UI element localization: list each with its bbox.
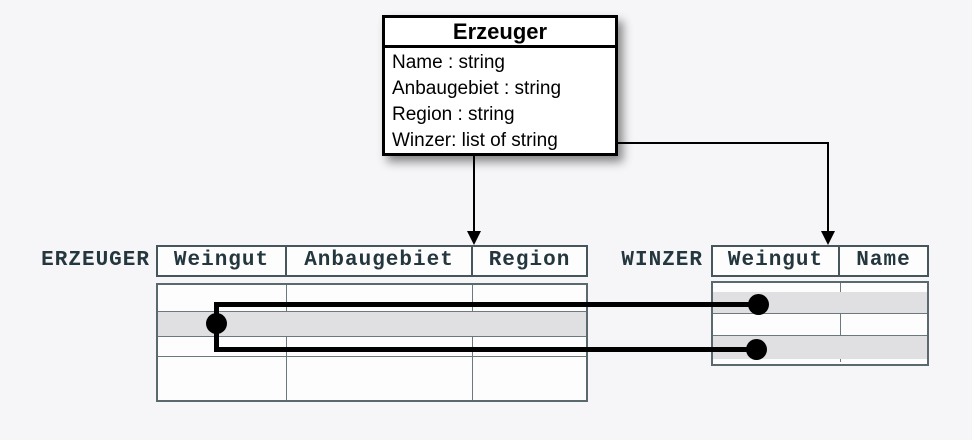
relationship-dot-winzer-row-1 xyxy=(748,294,769,315)
erzeuger-column-header-anbaugebiet: Anbaugebiet xyxy=(287,247,473,275)
winzer-table-body xyxy=(711,281,929,366)
class-attribute-anbaugebiet: Anbaugebiet : string xyxy=(392,78,562,99)
class-attribute-region: Region : string xyxy=(392,104,515,125)
table-row xyxy=(158,357,586,400)
class-attribute-list: Name : string Anbaugebiet : string Regio… xyxy=(385,48,615,154)
relationship-dot-winzer-row-2 xyxy=(746,339,767,360)
winzer-table-label: WINZER xyxy=(621,249,703,272)
relationship-dot-erzeuger-row xyxy=(206,313,227,334)
arrowhead-down-erzeuger-icon xyxy=(467,231,481,245)
erzeuger-column-header-weingut: Weingut xyxy=(158,247,287,275)
class-attribute-name: Name : string xyxy=(392,52,505,73)
table-row xyxy=(158,337,586,357)
erzeuger-column-header-region: Region xyxy=(488,249,571,272)
class-title: Erzeuger xyxy=(385,18,615,48)
table-row-highlighted xyxy=(713,336,927,359)
relationship-line-bottom xyxy=(214,347,757,352)
table-row xyxy=(713,314,927,336)
table-row xyxy=(158,285,586,312)
arrow-line-class-to-erzeuger xyxy=(473,156,475,232)
erzeuger-table-body xyxy=(156,283,588,402)
uml-class-box: Erzeuger Name : string Anbaugebiet : str… xyxy=(382,15,618,156)
winzer-column-header-weingut: Weingut xyxy=(713,247,840,275)
winzer-column-header-name: Name xyxy=(856,249,911,272)
class-attribute-winzer: Winzer: list of string xyxy=(392,130,558,151)
winzer-table-header: Weingut Name xyxy=(711,245,929,277)
arrowhead-down-winzer-icon xyxy=(821,231,835,245)
table-row xyxy=(713,359,927,362)
table-row xyxy=(713,283,927,292)
erzeuger-table-label: ERZEUGER xyxy=(41,249,150,272)
table-row-highlighted xyxy=(158,312,586,337)
erzeuger-table-header: Weingut Anbaugebiet Region xyxy=(156,245,588,277)
arrow-line-winzer-horizontal xyxy=(600,142,829,144)
arrow-line-winzer-vertical xyxy=(827,142,829,232)
relationship-line-top xyxy=(214,302,760,307)
